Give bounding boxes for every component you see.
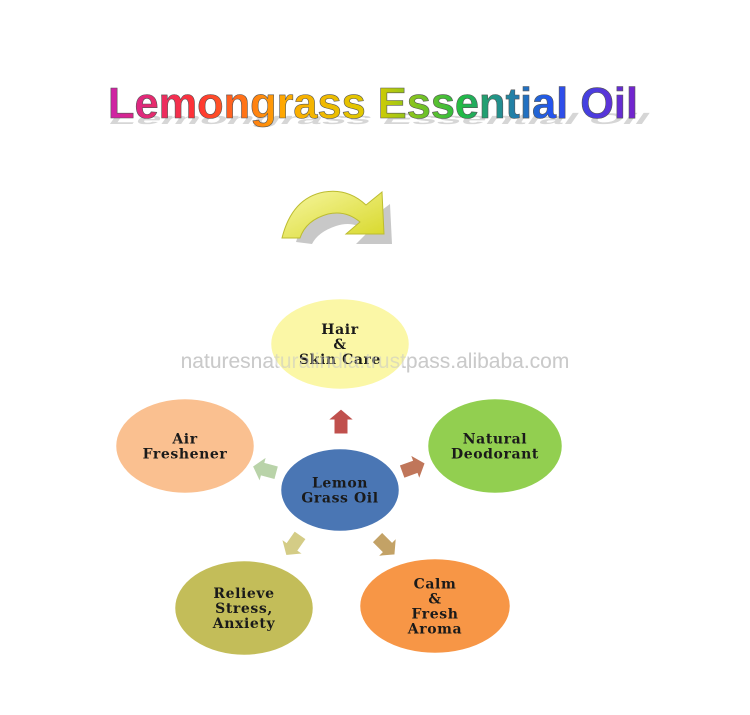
node-calm-fresh-aroma-line: Aroma bbox=[407, 622, 462, 638]
node-natural-deodorant-line: Deodorant bbox=[451, 447, 539, 463]
node-relieve-stress-anxiety-ellipse bbox=[172, 558, 316, 658]
node-natural-deodorant-line: Natural bbox=[463, 432, 527, 448]
arrow-calm-fresh-aroma-icon bbox=[371, 531, 397, 557]
arrow-air-freshener-icon bbox=[251, 455, 280, 484]
arrow-relieve-stress-anxiety-icon bbox=[280, 530, 307, 557]
watermark-overlay: naturesnaturalindia.trustpass.alibaba.co… bbox=[181, 350, 570, 373]
node-hair-skin-care-line: Skin Care bbox=[299, 352, 381, 368]
connector-arrows bbox=[251, 408, 426, 557]
benefit-nodes: Hair&Skin CareNaturalDeodorantCalm&Fresh… bbox=[113, 296, 565, 658]
page-title: Lemongrass Essential Oil bbox=[108, 79, 638, 128]
node-calm-fresh-aroma-line: & bbox=[428, 592, 441, 608]
node-center-lemon-grass-oil-ellipse bbox=[278, 446, 402, 534]
node-hair-skin-care-line: & bbox=[333, 337, 346, 353]
node-relieve-stress-anxiety-line: Relieve bbox=[213, 586, 274, 602]
arrow-hair-skin-care-icon bbox=[326, 408, 356, 435]
title-group: Lemongrass Essential Oil Lemongrass Esse… bbox=[105, 79, 655, 129]
node-calm-fresh-aroma-line: Calm bbox=[414, 577, 457, 593]
node-calm-fresh-aroma-ellipse bbox=[357, 556, 513, 656]
node-air-freshener-line: Air bbox=[171, 432, 197, 448]
node-hair-skin-care: Hair&Skin Care bbox=[268, 296, 412, 392]
node-hair-skin-care-ellipse bbox=[268, 296, 412, 392]
node-air-freshener-line: Freshener bbox=[143, 447, 228, 463]
node-relieve-stress-anxiety-line: Anxiety bbox=[212, 616, 276, 632]
node-air-freshener-ellipse bbox=[113, 396, 257, 496]
arrow-natural-deodorant-icon bbox=[398, 453, 426, 481]
node-natural-deodorant-ellipse bbox=[425, 396, 565, 496]
node-hair-skin-care-line: Hair bbox=[321, 322, 358, 338]
node-calm-fresh-aroma-line: Fresh bbox=[411, 607, 458, 623]
curved-arrow-icon bbox=[281, 190, 392, 244]
title-shadow: Lemongrass Essential Oil bbox=[105, 110, 655, 127]
node-center-lemon-grass-oil-line: Lemon bbox=[312, 476, 368, 492]
node-relieve-stress-anxiety-line: Stress, bbox=[215, 601, 273, 617]
node-center-lemon-grass-oil-line: Grass Oil bbox=[301, 491, 378, 507]
